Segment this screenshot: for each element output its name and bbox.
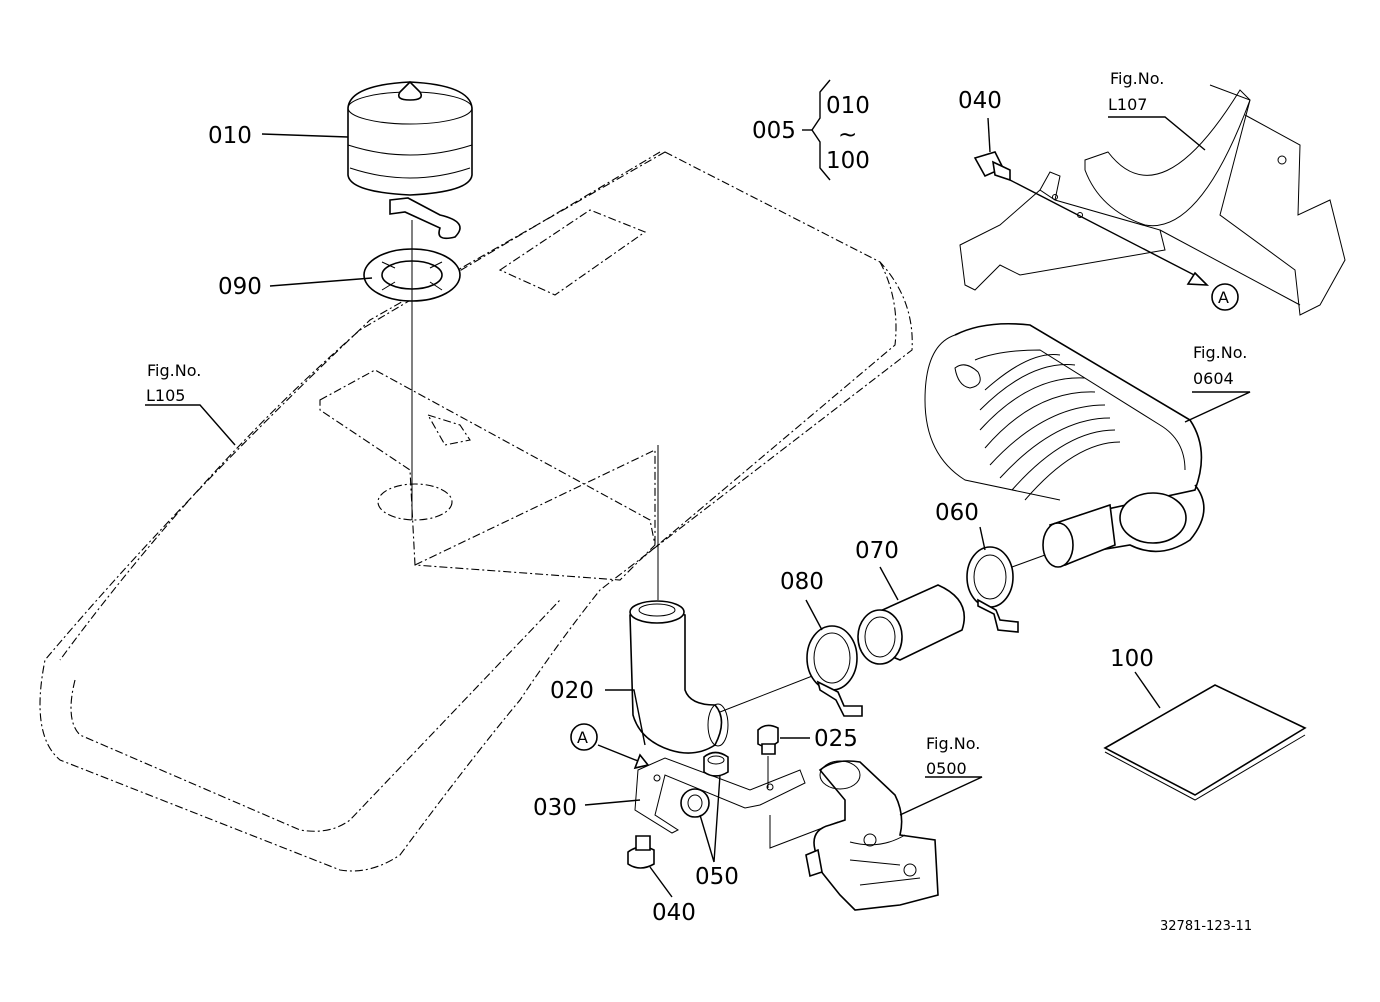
fig-l105-label: Fig.No.: [147, 361, 201, 380]
operator-manual: [1103, 684, 1307, 801]
nut-050-lower: [680, 788, 710, 818]
label-025: 025: [814, 726, 858, 752]
label-040-top: 040: [958, 88, 1002, 114]
precleaner-cap: [347, 80, 473, 240]
bolt-040-bottom: [627, 835, 655, 869]
figure-references: Fig.No. L107 Fig.No. L105 Fig.No. 0604 F…: [146, 69, 1247, 778]
marker-a-top-circle: [1211, 283, 1239, 311]
label-040-bottom: 040: [652, 900, 696, 926]
hose-clamp-080: [806, 625, 863, 717]
air-cleaner-assembly: [924, 322, 1205, 568]
elbow-hose: [629, 445, 729, 754]
drawing-code: 32781-123-11: [1160, 919, 1252, 934]
fig-0500-label: Fig.No.: [926, 734, 980, 753]
assembly-line-hose: [719, 672, 821, 713]
hose-clamp-060: [966, 546, 1019, 633]
hood-outline: [39, 151, 913, 872]
leader-lines: [145, 116, 1251, 898]
stay-bracket: [634, 757, 806, 834]
nut-050-upper: [703, 751, 729, 777]
bracket-frame: [959, 84, 1346, 316]
label-005: 005: [752, 118, 796, 144]
assembly-line-cleaner: [1011, 554, 1046, 568]
group-bracket-005: [802, 79, 831, 181]
hose-070: [857, 584, 966, 665]
label-080: 080: [780, 569, 824, 595]
label-005-tilde: ~: [838, 122, 857, 148]
marker-a-bottom-circle: [570, 723, 598, 751]
label-060: 060: [935, 500, 979, 526]
fig-l107-number: L107: [1108, 95, 1147, 114]
label-005-start: 010: [826, 93, 870, 119]
label-005-end: 100: [826, 148, 870, 174]
assembly-line-intake: [769, 815, 839, 849]
reference-markers: A A: [570, 283, 1239, 751]
marker-a-top: A: [1218, 288, 1229, 307]
bolt-025: [757, 724, 779, 755]
label-100: 100: [1110, 646, 1154, 672]
label-020: 020: [550, 678, 594, 704]
fig-0604-number: 0604: [1193, 369, 1234, 388]
fig-l107-label: Fig.No.: [1110, 69, 1164, 88]
fig-0604-label: Fig.No.: [1193, 343, 1247, 362]
label-070: 070: [855, 538, 899, 564]
fig-0500-number: 0500: [926, 759, 967, 778]
bolt-040-top: [973, 151, 1011, 182]
label-050: 050: [695, 864, 739, 890]
label-030: 030: [533, 795, 577, 821]
label-090: 090: [218, 274, 262, 300]
part-labels: 010 090 005 010 ~ 100 040 060 070 080 02…: [208, 88, 1154, 926]
intake-manifold: [805, 760, 939, 911]
fig-l105-number: L105: [146, 386, 185, 405]
label-010: 010: [208, 123, 252, 149]
pleated-element: [979, 353, 1121, 501]
marker-a-bottom: A: [577, 728, 588, 747]
